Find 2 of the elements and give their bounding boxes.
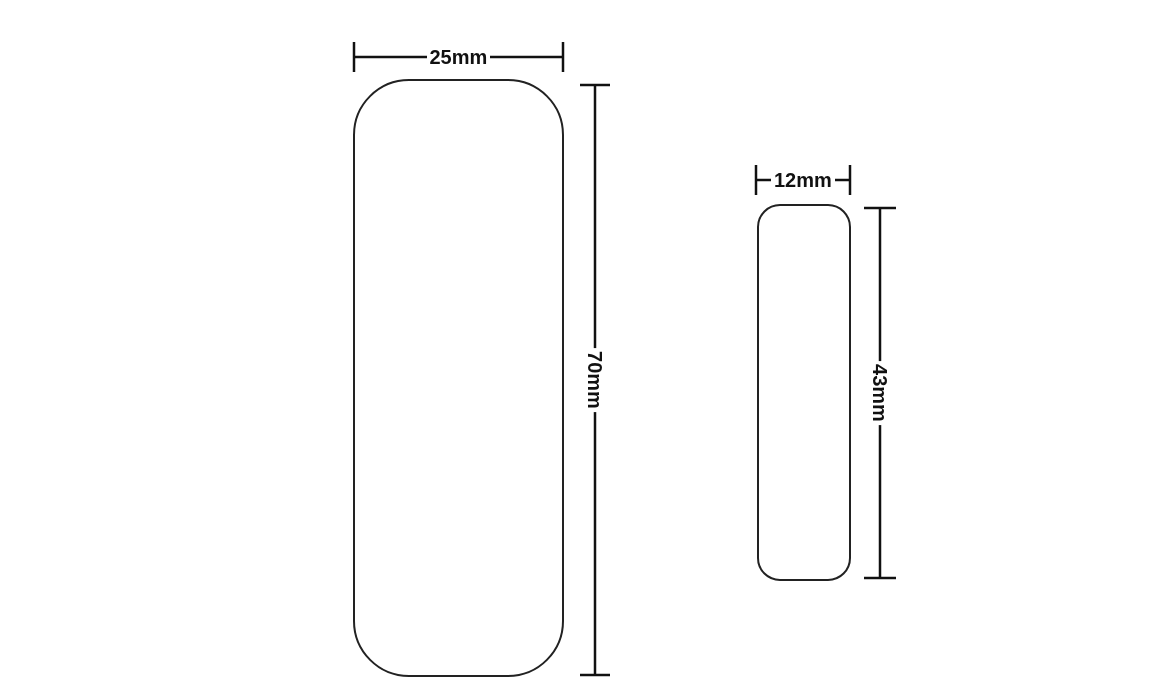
sensor-body-outline bbox=[353, 79, 564, 677]
magnet-body-outline bbox=[757, 204, 851, 581]
